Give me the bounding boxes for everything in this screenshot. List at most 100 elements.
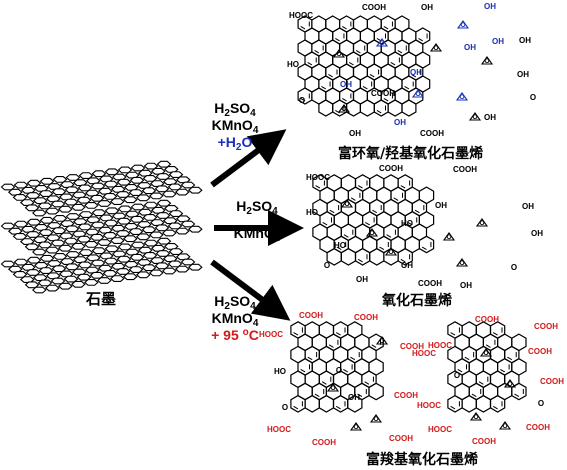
reaction-arrows — [210, 129, 304, 321]
condition-1-line2: KMnO4 — [211, 117, 259, 136]
epoxy-group-m4-0 — [479, 348, 493, 357]
m1-oh-blue-3: OH — [492, 37, 504, 46]
svg-text:O: O — [341, 106, 346, 113]
epoxy-group-m2-5 — [384, 247, 398, 256]
m2-oh-right-2: OH — [531, 229, 543, 238]
condition-3-line1: H2SO4 — [214, 293, 256, 312]
m1-oh-blue-5: OH — [394, 118, 406, 127]
m1-oh-top-right-blue: OH — [484, 2, 496, 11]
m1-oh-right-2: OH — [517, 70, 529, 79]
svg-text:O: O — [330, 385, 335, 392]
m2-oh-bottom-mid: OH — [401, 261, 413, 270]
condition-1-line1: H2SO4 — [214, 100, 256, 119]
m1-oh-blue-2: OH — [410, 68, 422, 77]
m2-cooh-top-right: COOH — [453, 165, 477, 174]
epoxy-group-m2-3 — [475, 218, 489, 227]
product-label-epoxy-hydroxyl-go: 富环氧/羟基氧化石墨烯 — [338, 146, 484, 162]
graphite-sheet-2 — [0, 199, 203, 256]
m2-ho-mid: HO — [401, 219, 413, 228]
m4-cooh-right: COOH — [528, 347, 552, 356]
epoxy-group-m4-1 — [503, 379, 517, 388]
graphite-label: 石墨 — [86, 290, 117, 308]
svg-text:O: O — [433, 45, 438, 52]
m4-hooc-bottom-left-2: HOOC — [428, 425, 452, 434]
condition-1-line3: +H2O — [217, 134, 253, 153]
epoxy-group-m1-5 — [455, 92, 469, 101]
m1-oh-bottom-right: OH — [484, 113, 496, 122]
m4-cooh-top-right: COOH — [534, 322, 558, 331]
svg-text:O: O — [446, 234, 451, 241]
epoxy-group-m2-4 — [455, 258, 469, 267]
epoxy-group-m1-2 — [429, 43, 443, 52]
graphite-sheet-3 — [0, 237, 203, 294]
svg-text:O: O — [379, 338, 384, 345]
m2-ho-left: HO — [306, 208, 318, 217]
svg-text:O: O — [460, 22, 465, 29]
arrow-to-carboxyl-go — [210, 259, 291, 321]
svg-text:O: O — [483, 350, 488, 357]
m3-o-mid: O — [336, 366, 342, 375]
m4-hooc-bottom-left: HOOC — [417, 401, 441, 410]
svg-text:O: O — [479, 220, 484, 227]
m4-cooh-top: COOH — [475, 315, 499, 324]
m3-cooh-bottom-right: COOH — [389, 434, 413, 443]
product-label-carboxyl-go: 富羧基氧化石墨烯 — [366, 452, 478, 468]
epoxy-group-m2-2 — [442, 232, 456, 241]
m1-hooc-top-left: HOOC — [289, 11, 313, 20]
epoxy-group-m1-0 — [332, 49, 346, 58]
m2-ho-left-2: HO — [334, 241, 346, 250]
epoxy-group-m1-3 — [456, 20, 470, 29]
svg-text:O: O — [472, 114, 477, 121]
epoxy-group-m3-0 — [375, 336, 389, 345]
m1-oh-blue-4: OH — [464, 43, 476, 52]
graphite-sheet-1 — [0, 160, 203, 217]
m1-cooh-mid: COOH — [371, 89, 395, 98]
epoxy-group-m3-1 — [326, 383, 340, 392]
condition-2: H2SO4 KMnO4 — [222, 198, 292, 244]
m3-hooc-right: HOOC — [412, 349, 436, 358]
epoxy-group-m1-4 — [480, 56, 494, 65]
m1-cooh-bottom: COOH — [420, 129, 444, 138]
svg-text:O: O — [344, 201, 349, 208]
svg-text:O: O — [502, 423, 507, 430]
epoxy-group-m4-2 — [469, 412, 483, 421]
arrow-to-epoxy-go — [210, 129, 287, 188]
m1-oh-top: OH — [421, 3, 433, 12]
m2-cooh-bottom: COOH — [418, 279, 442, 288]
m2-cooh-top: COOH — [379, 164, 403, 173]
condition-3: H2SO4 KMnO4 + 95 oC — [200, 293, 270, 344]
m3-cooh-top-left: COOH — [299, 311, 323, 320]
svg-text:O: O — [336, 51, 341, 58]
condition-1: H2SO4 KMnO4 +H2O — [200, 100, 270, 153]
m3-cooh-top: COOH — [354, 313, 378, 322]
condition-3-line2: KMnO4 — [211, 310, 259, 329]
condition-2-line2: KMnO4 — [233, 225, 281, 244]
svg-text:O: O — [388, 249, 393, 256]
m1-o-left: O — [299, 96, 305, 105]
condition-2-line1: H2SO4 — [236, 198, 278, 217]
svg-text:O: O — [459, 94, 464, 101]
m4-cooh-bottom: COOH — [472, 437, 496, 446]
m3-cooh-right-2: COOH — [394, 391, 418, 400]
m4-cooh-bottom-right: COOH — [526, 423, 550, 432]
svg-text:O: O — [353, 424, 358, 431]
epoxy-group-m4-3 — [498, 421, 512, 430]
m3-cooh-right: COOH — [400, 342, 424, 351]
m2-oh-bottom-right: OH — [460, 281, 472, 290]
m3-hooc-bottom-left: HOOC — [267, 425, 291, 434]
epoxy-group-m2-0 — [340, 199, 354, 208]
m3-hooc-left: HOOC — [259, 330, 283, 339]
m2-oh-bottom: OH — [356, 275, 368, 284]
svg-text:O: O — [484, 58, 489, 65]
product-label-go: 氧化石墨烯 — [382, 293, 452, 309]
svg-text:O: O — [415, 91, 420, 98]
m2-o-bottom-left: O — [324, 261, 330, 270]
m3-o-left: O — [282, 403, 288, 412]
m1-o-right: O — [530, 93, 536, 102]
svg-text:O: O — [459, 260, 464, 267]
m1-cooh-top: COOH — [362, 3, 386, 12]
epoxy-group-m3-3 — [349, 422, 363, 431]
m4-o-right: O — [538, 399, 544, 408]
